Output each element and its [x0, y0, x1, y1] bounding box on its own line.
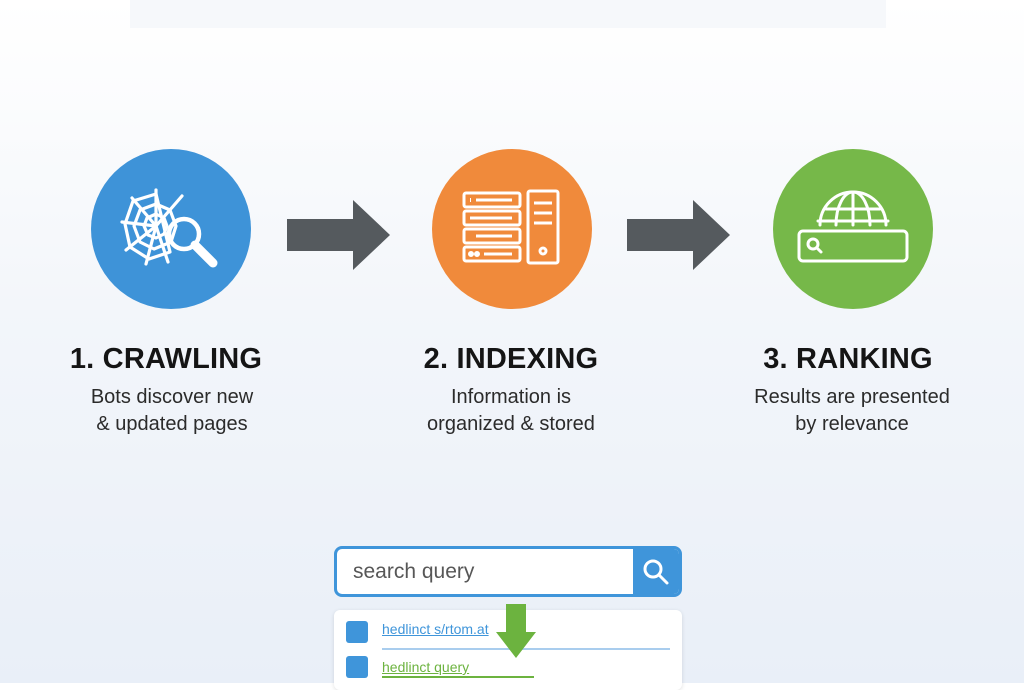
step-desc-ranking-line1: Results are presented	[754, 386, 950, 408]
step-title-ranking: 3. RANKING	[763, 343, 933, 375]
arrow-right-1	[287, 200, 390, 270]
step-desc-crawling-line2: & updated pages	[96, 413, 248, 435]
search-button[interactable]	[633, 549, 679, 594]
search-icon	[643, 559, 669, 584]
result-1-icon	[346, 621, 368, 643]
step-title-crawling: 1. CRAWLING	[69, 343, 263, 375]
step-desc-indexing-line1: Information is	[450, 386, 572, 408]
result-1-link[interactable]: hedlinct s/rtom.at	[382, 621, 489, 637]
globe-search-bar-icon	[797, 190, 909, 263]
top-banner-strip	[130, 0, 886, 28]
search-bar[interactable]: search query	[334, 546, 682, 597]
ranking-circle	[773, 149, 933, 309]
books-server-icon	[462, 189, 560, 265]
result-2-underline	[382, 676, 534, 678]
step-desc-crawling-line1: Bots discover new	[90, 386, 254, 408]
spider-web-magnifier-icon	[120, 188, 218, 268]
search-input[interactable]: search query	[353, 560, 475, 583]
step-title-indexing: 2. INDEXING	[423, 343, 599, 375]
arrow-right-2	[627, 200, 730, 270]
result-2-icon	[346, 656, 368, 678]
arrow-down-green-icon	[496, 604, 536, 658]
crawling-circle	[91, 149, 251, 309]
result-1-divider	[382, 648, 670, 650]
search-results-panel: hedlinct s/rtom.at hedlinct query	[334, 604, 682, 690]
step-desc-ranking-line2: by relevance	[795, 413, 909, 435]
indexing-circle	[432, 149, 592, 309]
step-desc-indexing-line2: organized & stored	[427, 413, 595, 435]
result-2-link[interactable]: hedlinct query	[382, 659, 470, 675]
